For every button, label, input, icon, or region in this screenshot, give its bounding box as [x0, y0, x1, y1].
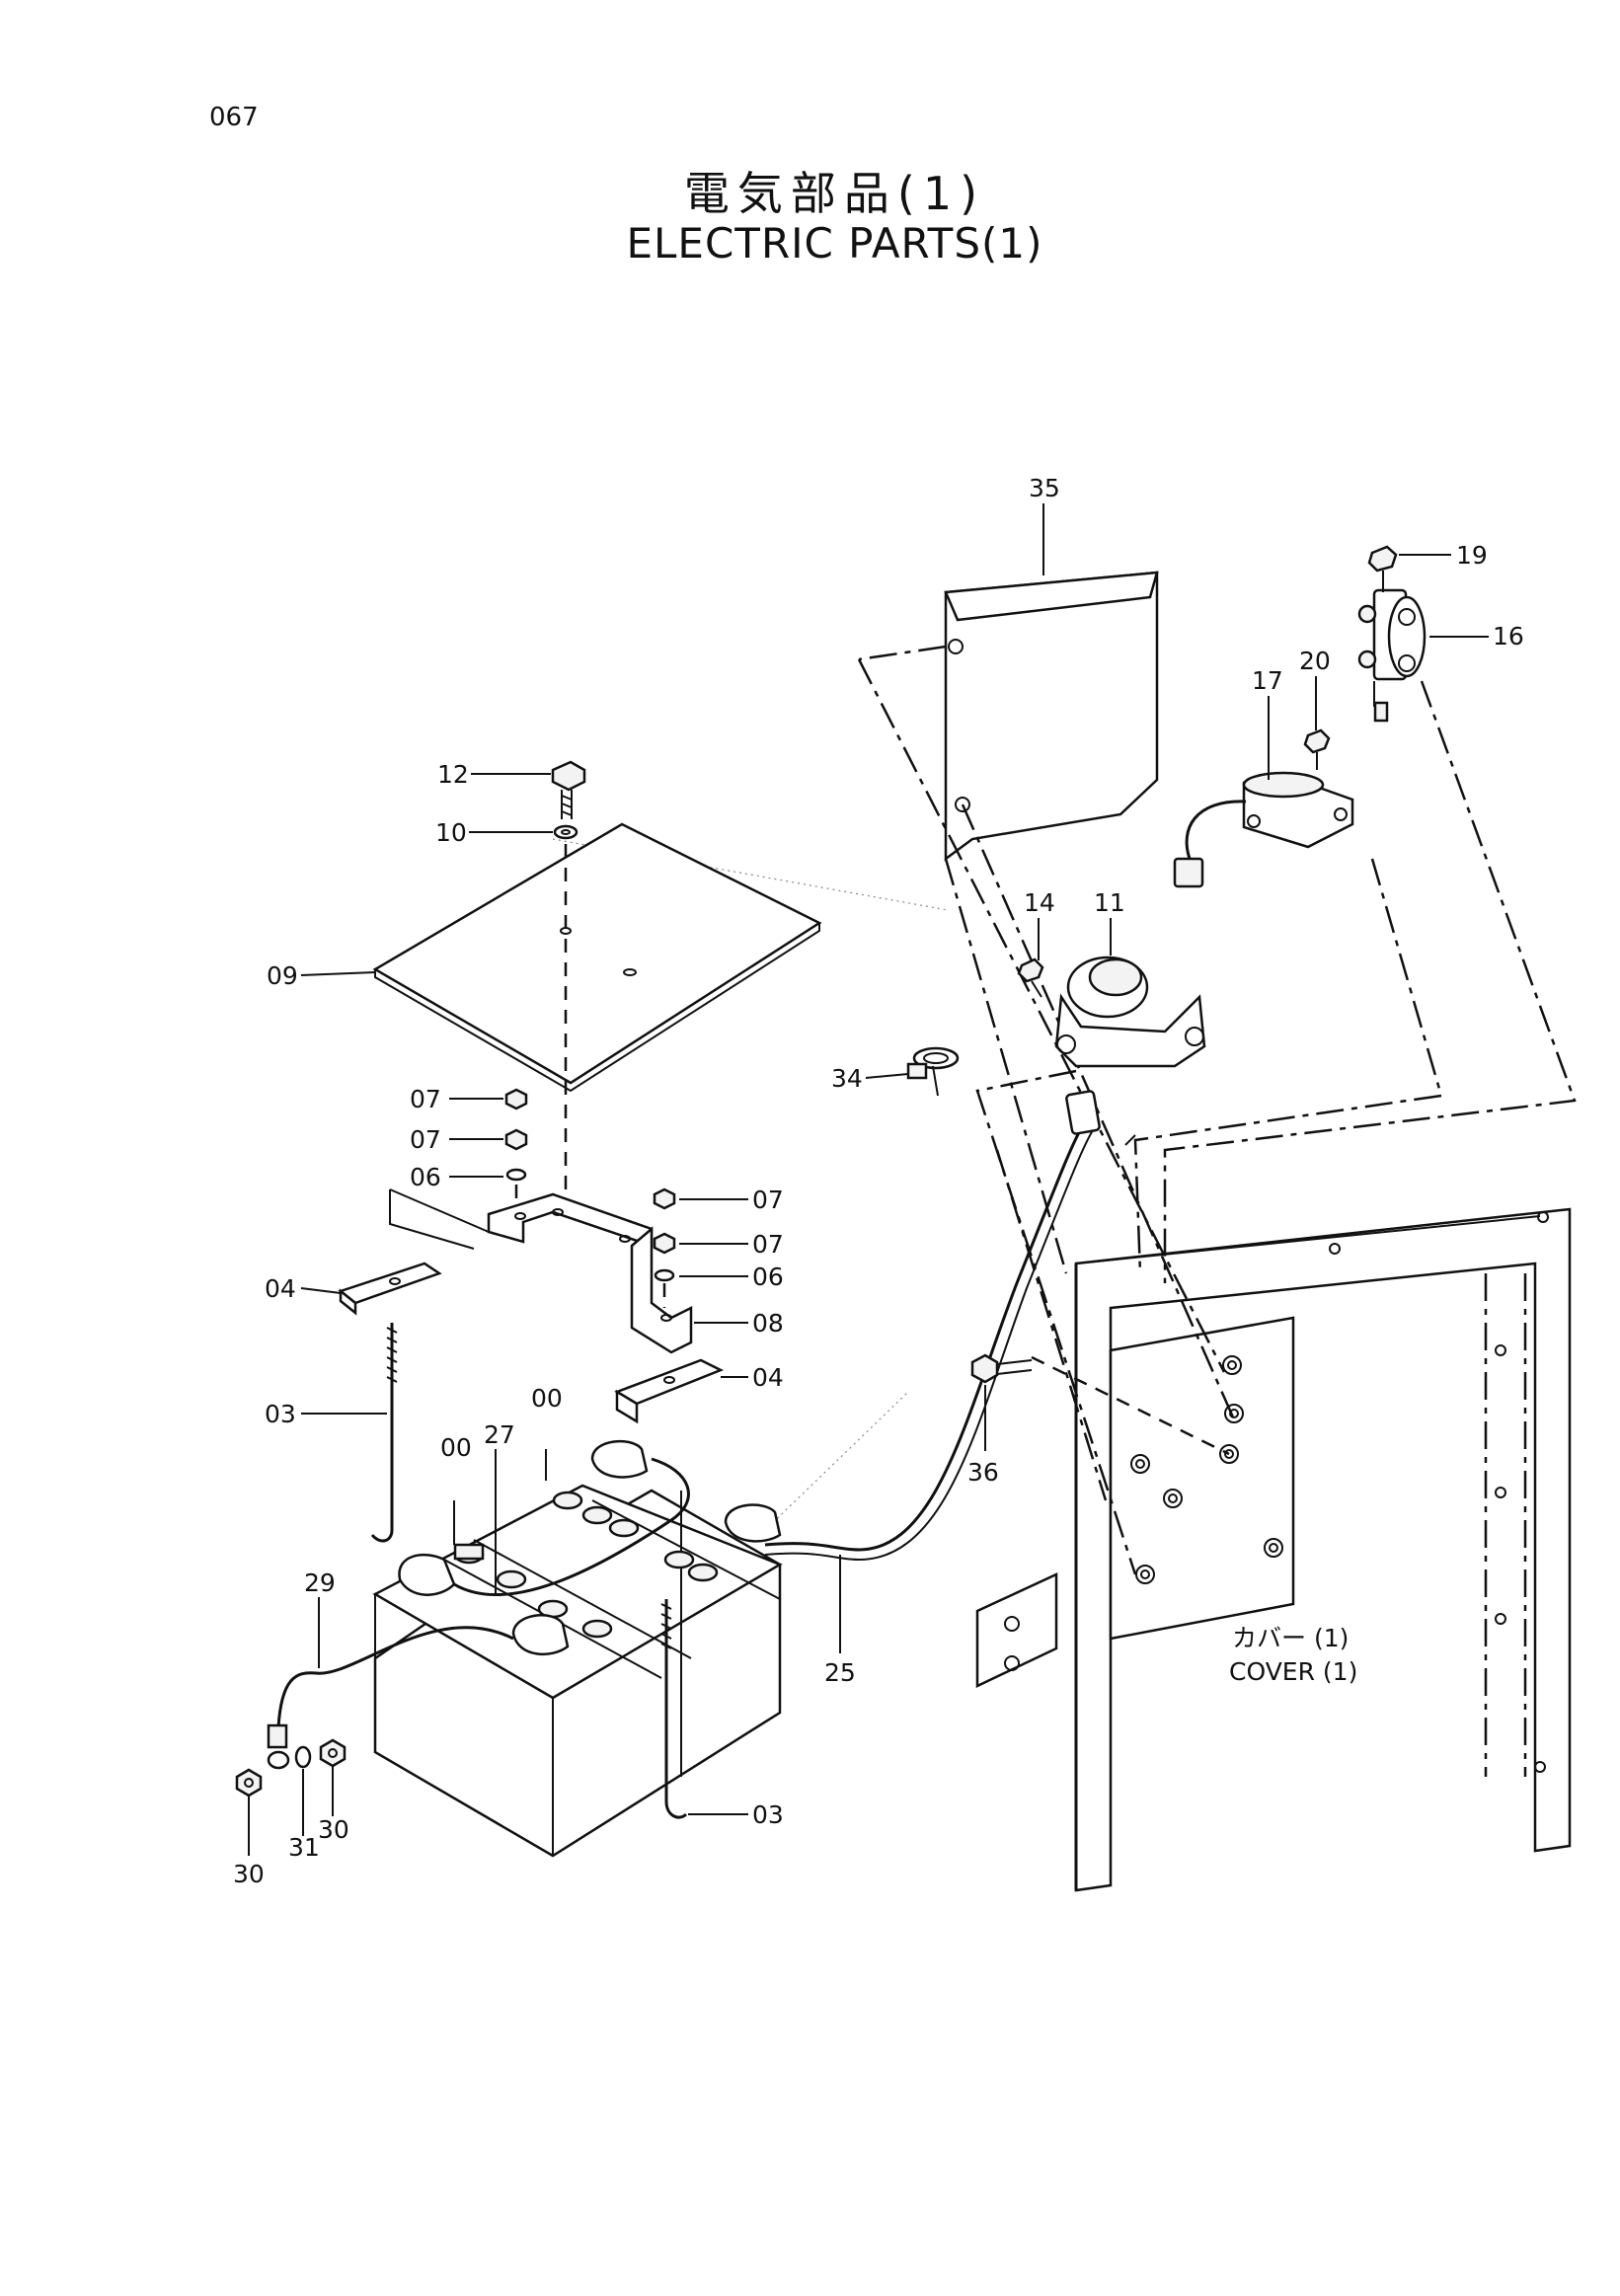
callout-07-d: 07 [752, 1230, 784, 1259]
nut-stack-left [504, 1088, 528, 1214]
nut-part-30-right [319, 1738, 347, 1768]
callout-06-b: 06 [752, 1263, 784, 1291]
relay-part-16 [1357, 545, 1427, 723]
callout-03-b: 03 [752, 1800, 784, 1829]
callout-19: 19 [1456, 541, 1488, 570]
battery-frame [975, 1207, 1572, 1892]
callout-16: 16 [1493, 622, 1524, 651]
callout-14: 14 [1024, 888, 1055, 917]
nut-part-30-left [235, 1768, 263, 1798]
title-english: ELECTRIC PARTS(1) [626, 219, 1043, 268]
washer-part-10 [553, 824, 579, 840]
callout-17: 17 [1252, 666, 1283, 695]
cover-note-english: COVER (1) [1229, 1657, 1357, 1686]
cover-note-japanese: カバー (1) [1232, 1624, 1349, 1652]
hook-rod-part-03-right [660, 1599, 688, 1819]
clamp-part-34 [906, 1046, 960, 1097]
hook-rod-part-03-left [370, 1323, 398, 1543]
leader-lines [248, 503, 1489, 1856]
bracket-part-04-left [338, 1262, 442, 1316]
callout-07-c: 07 [752, 1186, 784, 1214]
callout-06-a: 06 [410, 1163, 441, 1191]
page-number: 067 [209, 103, 259, 132]
callout-34: 34 [831, 1064, 863, 1093]
callout-11: 11 [1094, 888, 1125, 917]
callout-35: 35 [1029, 474, 1060, 502]
resistor-part-17 [1173, 728, 1354, 888]
callout-00-b: 00 [531, 1384, 563, 1413]
battery-relay-part-11 [1017, 956, 1206, 1068]
callout-07-a: 07 [410, 1085, 441, 1113]
nut-stack-right [653, 1187, 676, 1308]
callout-00-a: 00 [440, 1433, 472, 1462]
washer-part-31 [294, 1745, 312, 1769]
title-japanese: 電気部品(1) [683, 167, 986, 220]
bolt-part-12 [551, 760, 586, 819]
callout-31: 31 [288, 1833, 320, 1862]
callout-04-a: 04 [265, 1274, 296, 1303]
callout-09: 09 [267, 961, 298, 990]
callout-20: 20 [1299, 647, 1331, 675]
battery-pair [372, 1439, 783, 1858]
cover-panel-part-35 [944, 571, 1159, 862]
callout-36: 36 [967, 1458, 999, 1487]
callout-03-a: 03 [265, 1400, 296, 1428]
bolt-part-36 [970, 1353, 1033, 1384]
callout-27: 27 [484, 1420, 515, 1449]
battery-cover-part-09 [372, 822, 822, 1093]
callout-04-b: 04 [752, 1363, 784, 1392]
callout-30-right: 30 [318, 1815, 349, 1844]
ground-cable-part-29 [267, 1626, 514, 1770]
callout-25: 25 [824, 1658, 856, 1687]
callout-07-b: 07 [410, 1125, 441, 1154]
bracket-part-08 [389, 1188, 693, 1354]
callout-30-left: 30 [233, 1860, 265, 1888]
callout-29: 29 [304, 1569, 336, 1597]
callout-10: 10 [435, 818, 467, 847]
callout-08: 08 [752, 1309, 784, 1338]
callout-labels: 35 19 16 17 20 12 10 09 14 11 34 07 07 0… [233, 474, 1524, 1888]
callout-12: 12 [437, 760, 469, 789]
bracket-part-04-right [614, 1358, 725, 1424]
